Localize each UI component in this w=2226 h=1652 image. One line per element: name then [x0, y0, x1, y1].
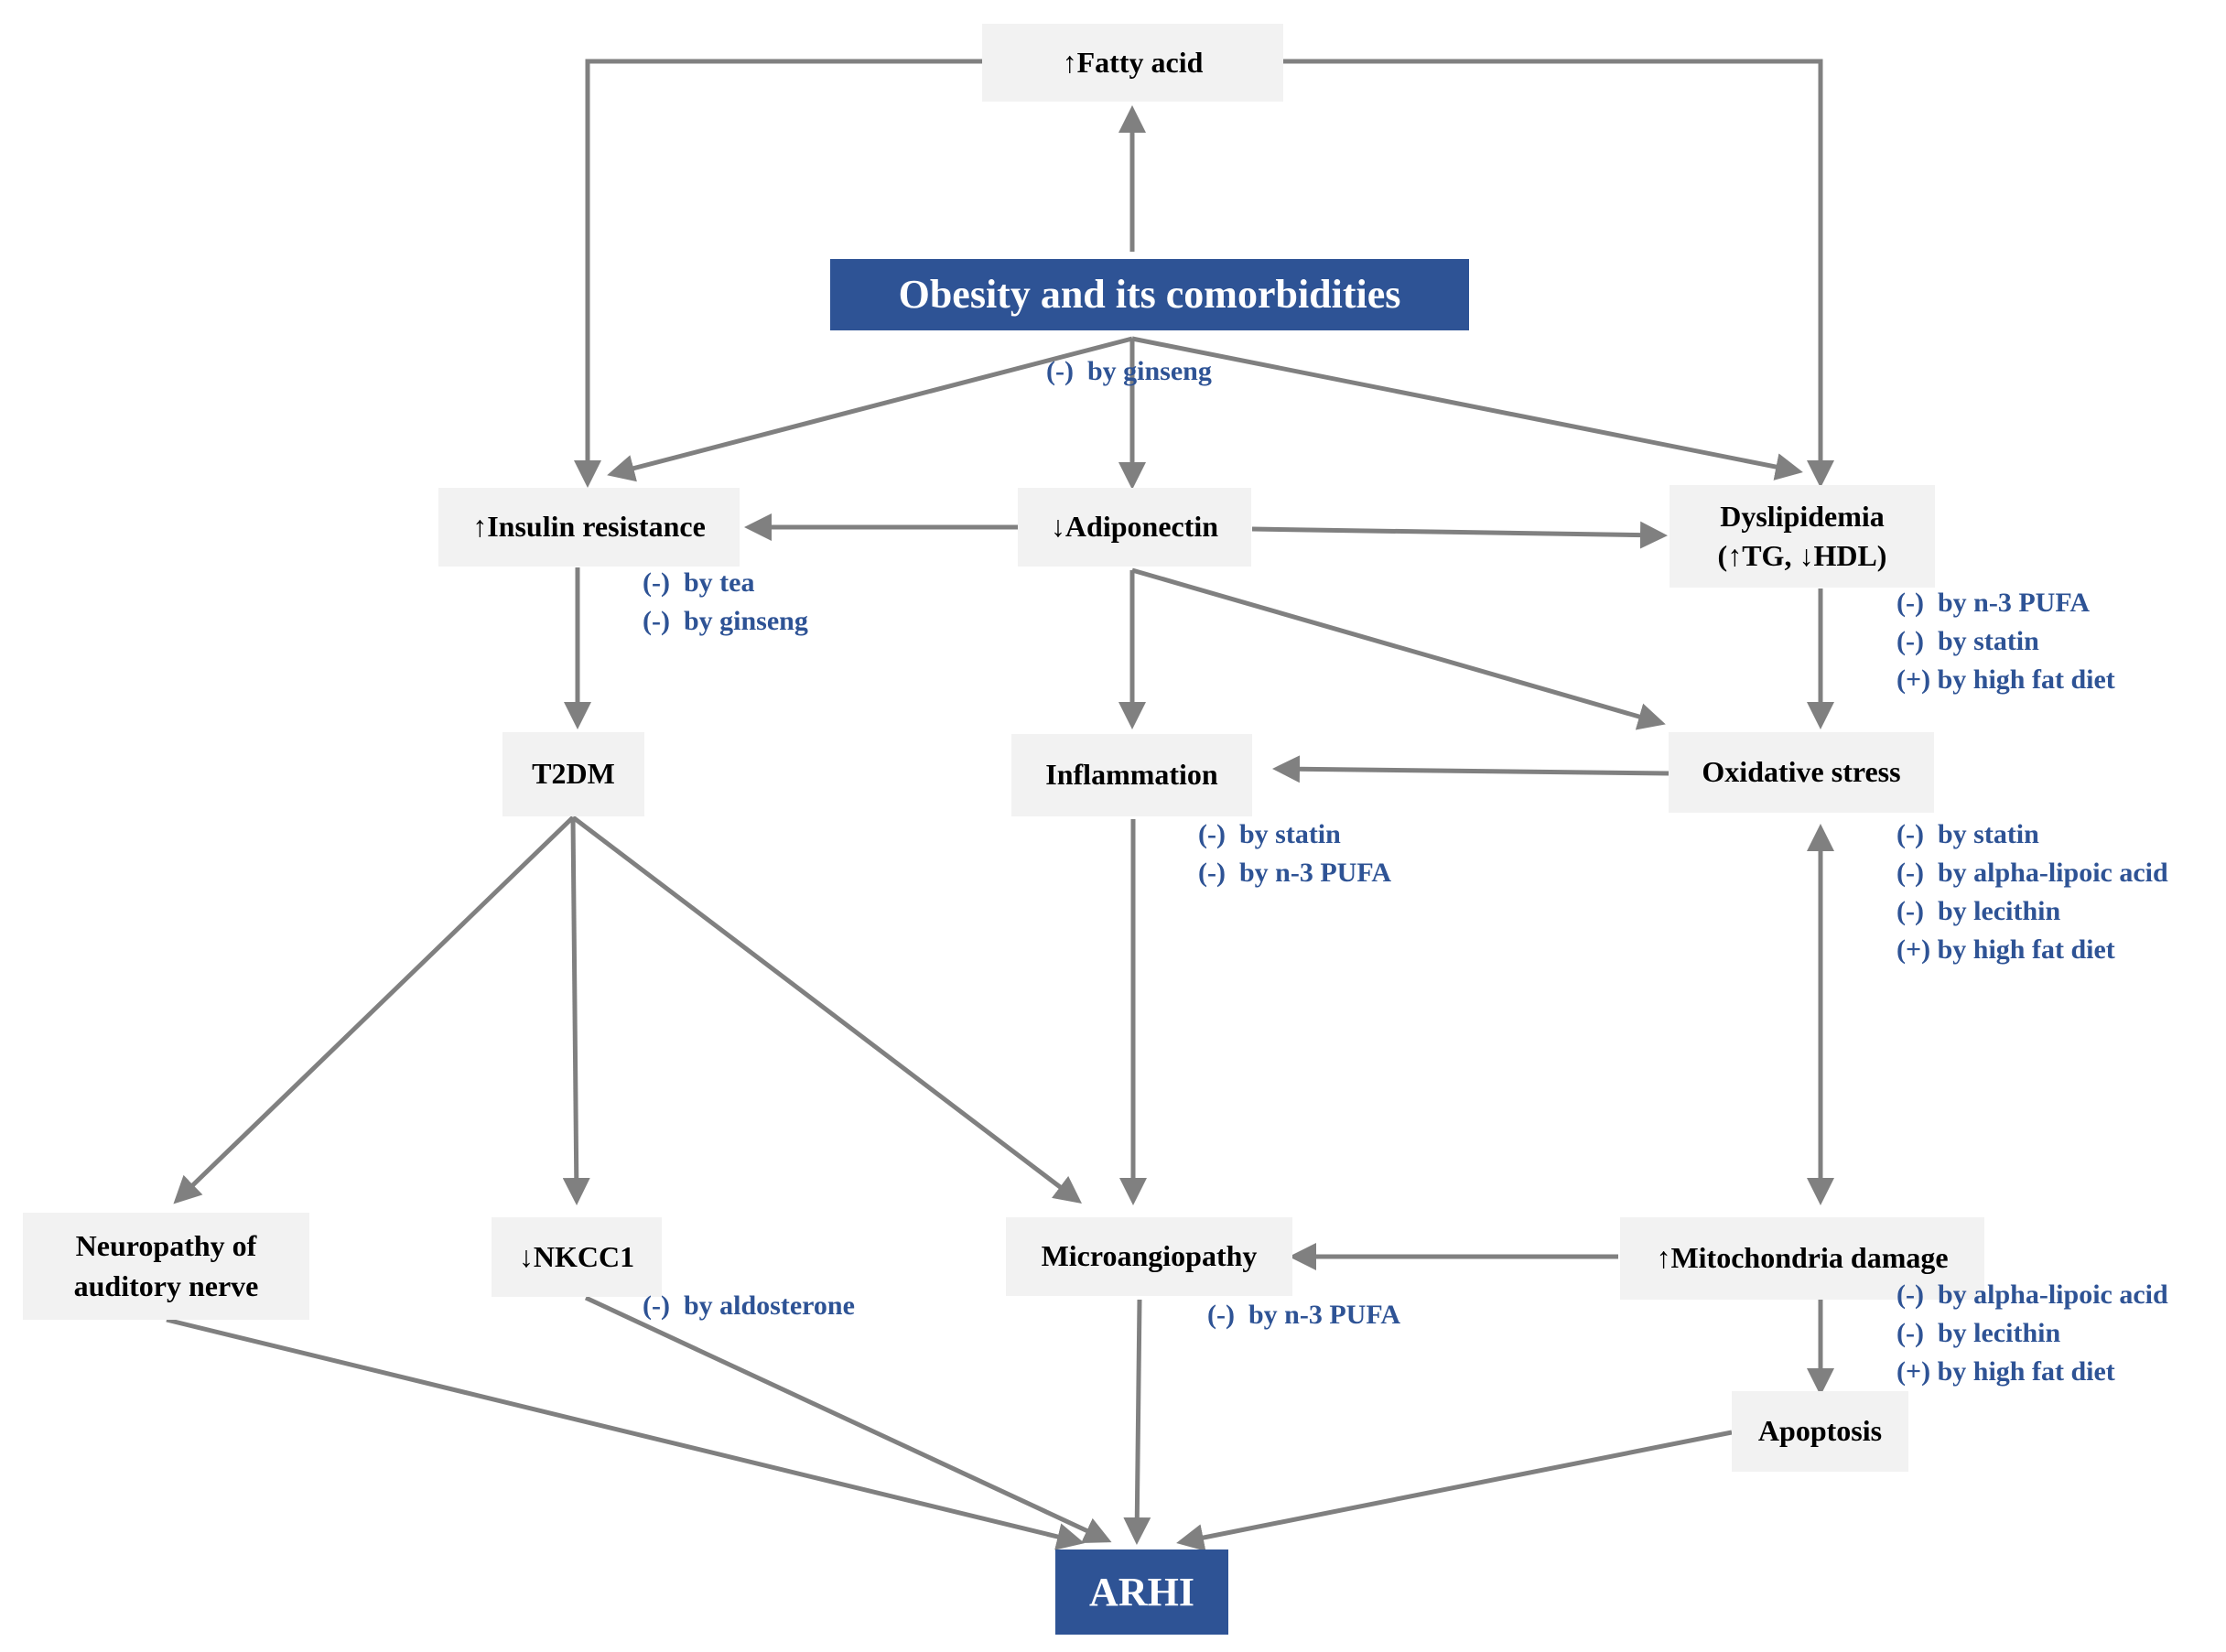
modifier-oxidative: (-) by statin (-) by alpha-lipoic acid (… [1896, 815, 2168, 969]
node-oxidative-stress: Oxidative stress [1669, 732, 1934, 813]
modifier-line: (+) by high fat diet [1896, 664, 2115, 695]
node-adiponectin: ↓Adiponectin [1018, 488, 1251, 567]
modifier-line: (-) by n-3 PUFA [1198, 858, 1392, 888]
node-insulin-resistance-label: ↑Insulin resistance [472, 510, 706, 544]
node-microangiopathy: Microangiopathy [1006, 1217, 1292, 1296]
node-oxidative-stress-label: Oxidative stress [1702, 755, 1901, 789]
modifier-line: (-) by statin [1198, 819, 1341, 849]
arrow-t2dm-to-nkcc1 [562, 816, 590, 1205]
node-microangiopathy-label: Microangiopathy [1041, 1239, 1258, 1273]
modifier-insulin: (-) by tea (-) by ginseng [643, 564, 808, 641]
node-mitochondria-damage: ↑Mitochondria damage [1620, 1217, 1984, 1300]
node-dyslipidemia-sublabel: (↑TG, ↓HDL) [1717, 539, 1887, 572]
modifier-line: (-) by ginseng [1046, 356, 1212, 386]
node-arhi-label: ARHI [1089, 1569, 1194, 1614]
modifier-line: (-) by ginseng [643, 606, 808, 636]
node-fatty-acid-label: ↑Fatty acid [1062, 45, 1204, 79]
node-mitochondria-damage-label: ↑Mitochondria damage [1656, 1241, 1949, 1275]
arrow-adiponectin-to-dyslipidemia [1251, 521, 1668, 549]
node-t2dm: T2DM [502, 732, 644, 816]
node-nkcc1-label: ↓NKCC1 [518, 1239, 635, 1273]
node-dyslipidemia: Dyslipidemia (↑TG, ↓HDL) [1670, 485, 1935, 588]
node-inflammation-label: Inflammation [1045, 758, 1218, 792]
modifier-line: (-) by tea [643, 567, 755, 598]
modifier-line: (-) by n-3 PUFA [1896, 588, 2091, 618]
modifier-line: (-) by statin [1896, 626, 2039, 656]
node-nkcc1: ↓NKCC1 [492, 1217, 662, 1297]
arrow-apoptosis-to-arhi [1176, 1430, 1733, 1551]
node-apoptosis: Apoptosis [1732, 1391, 1908, 1472]
node-t2dm-label: T2DM [532, 757, 615, 791]
node-neuropathy-sublabel: auditory nerve [73, 1269, 259, 1302]
modifier-obesity: (-) by ginseng [1046, 352, 1212, 391]
arrow-t2dm-to-microangiopathy [571, 815, 1082, 1204]
modifier-line: (+) by high fat diet [1896, 1356, 2115, 1387]
node-dyslipidemia-label: Dyslipidemia [1720, 499, 1885, 533]
modifier-line: (-) by alpha-lipoic acid [1896, 858, 2168, 888]
modifier-line: (+) by high fat diet [1896, 934, 2115, 965]
node-insulin-resistance: ↑Insulin resistance [438, 488, 740, 567]
arrow-t2dm-to-neuropathy [173, 815, 575, 1204]
arrow-fatty-acid-to-dyslipidemia [1283, 59, 1834, 488]
modifier-line: (-) by lecithin [1896, 896, 2061, 926]
arrow-microangiopathy-to-arhi [1123, 1299, 1151, 1545]
node-arhi: ARHI [1055, 1549, 1228, 1635]
modifier-dyslipidemia: (-) by n-3 PUFA (-) by statin (+) by hig… [1896, 584, 2115, 699]
node-fatty-acid: ↑Fatty acid [982, 24, 1283, 102]
node-inflammation: Inflammation [1011, 734, 1252, 816]
node-adiponectin-label: ↓Adiponectin [1050, 510, 1219, 544]
node-obesity: Obesity and its comorbidities [830, 259, 1469, 330]
arrow-nkcc1-to-arhi [584, 1295, 1112, 1544]
node-obesity-label: Obesity and its comorbidities [898, 272, 1401, 318]
arrow-obesity-to-dyslipidemia [1131, 336, 1803, 480]
modifier-inflammation: (-) by statin (-) by n-3 PUFA [1198, 815, 1391, 892]
node-neuropathy-label: Neuropathy of [75, 1229, 257, 1263]
arrow-fatty-acid-to-insulin [574, 59, 982, 488]
modifier-line: (-) by n-3 PUFA [1207, 1300, 1401, 1330]
modifier-mitochondria: (-) by alpha-lipoic acid (-) by lecithin… [1896, 1276, 2168, 1391]
arrow-adiponectin-to-oxidative [1131, 567, 1666, 730]
arrow-neuropathy-to-arhi [166, 1317, 1085, 1550]
modifier-line: (-) by lecithin [1896, 1318, 2061, 1348]
modifier-line: (-) by statin [1896, 819, 2039, 849]
modifier-microangiopathy: (-) by n-3 PUFA [1207, 1296, 1400, 1334]
arrow-oxidative-to-inflammation [1272, 755, 1670, 783]
modifier-line: (-) by aldosterone [643, 1290, 855, 1321]
modifier-line: (-) by alpha-lipoic acid [1896, 1279, 2168, 1310]
node-neuropathy: Neuropathy of auditory nerve [23, 1213, 309, 1320]
node-apoptosis-label: Apoptosis [1757, 1414, 1883, 1448]
arrow-obesity-to-insulin [607, 336, 1133, 482]
modifier-nkcc1: (-) by aldosterone [643, 1287, 855, 1325]
